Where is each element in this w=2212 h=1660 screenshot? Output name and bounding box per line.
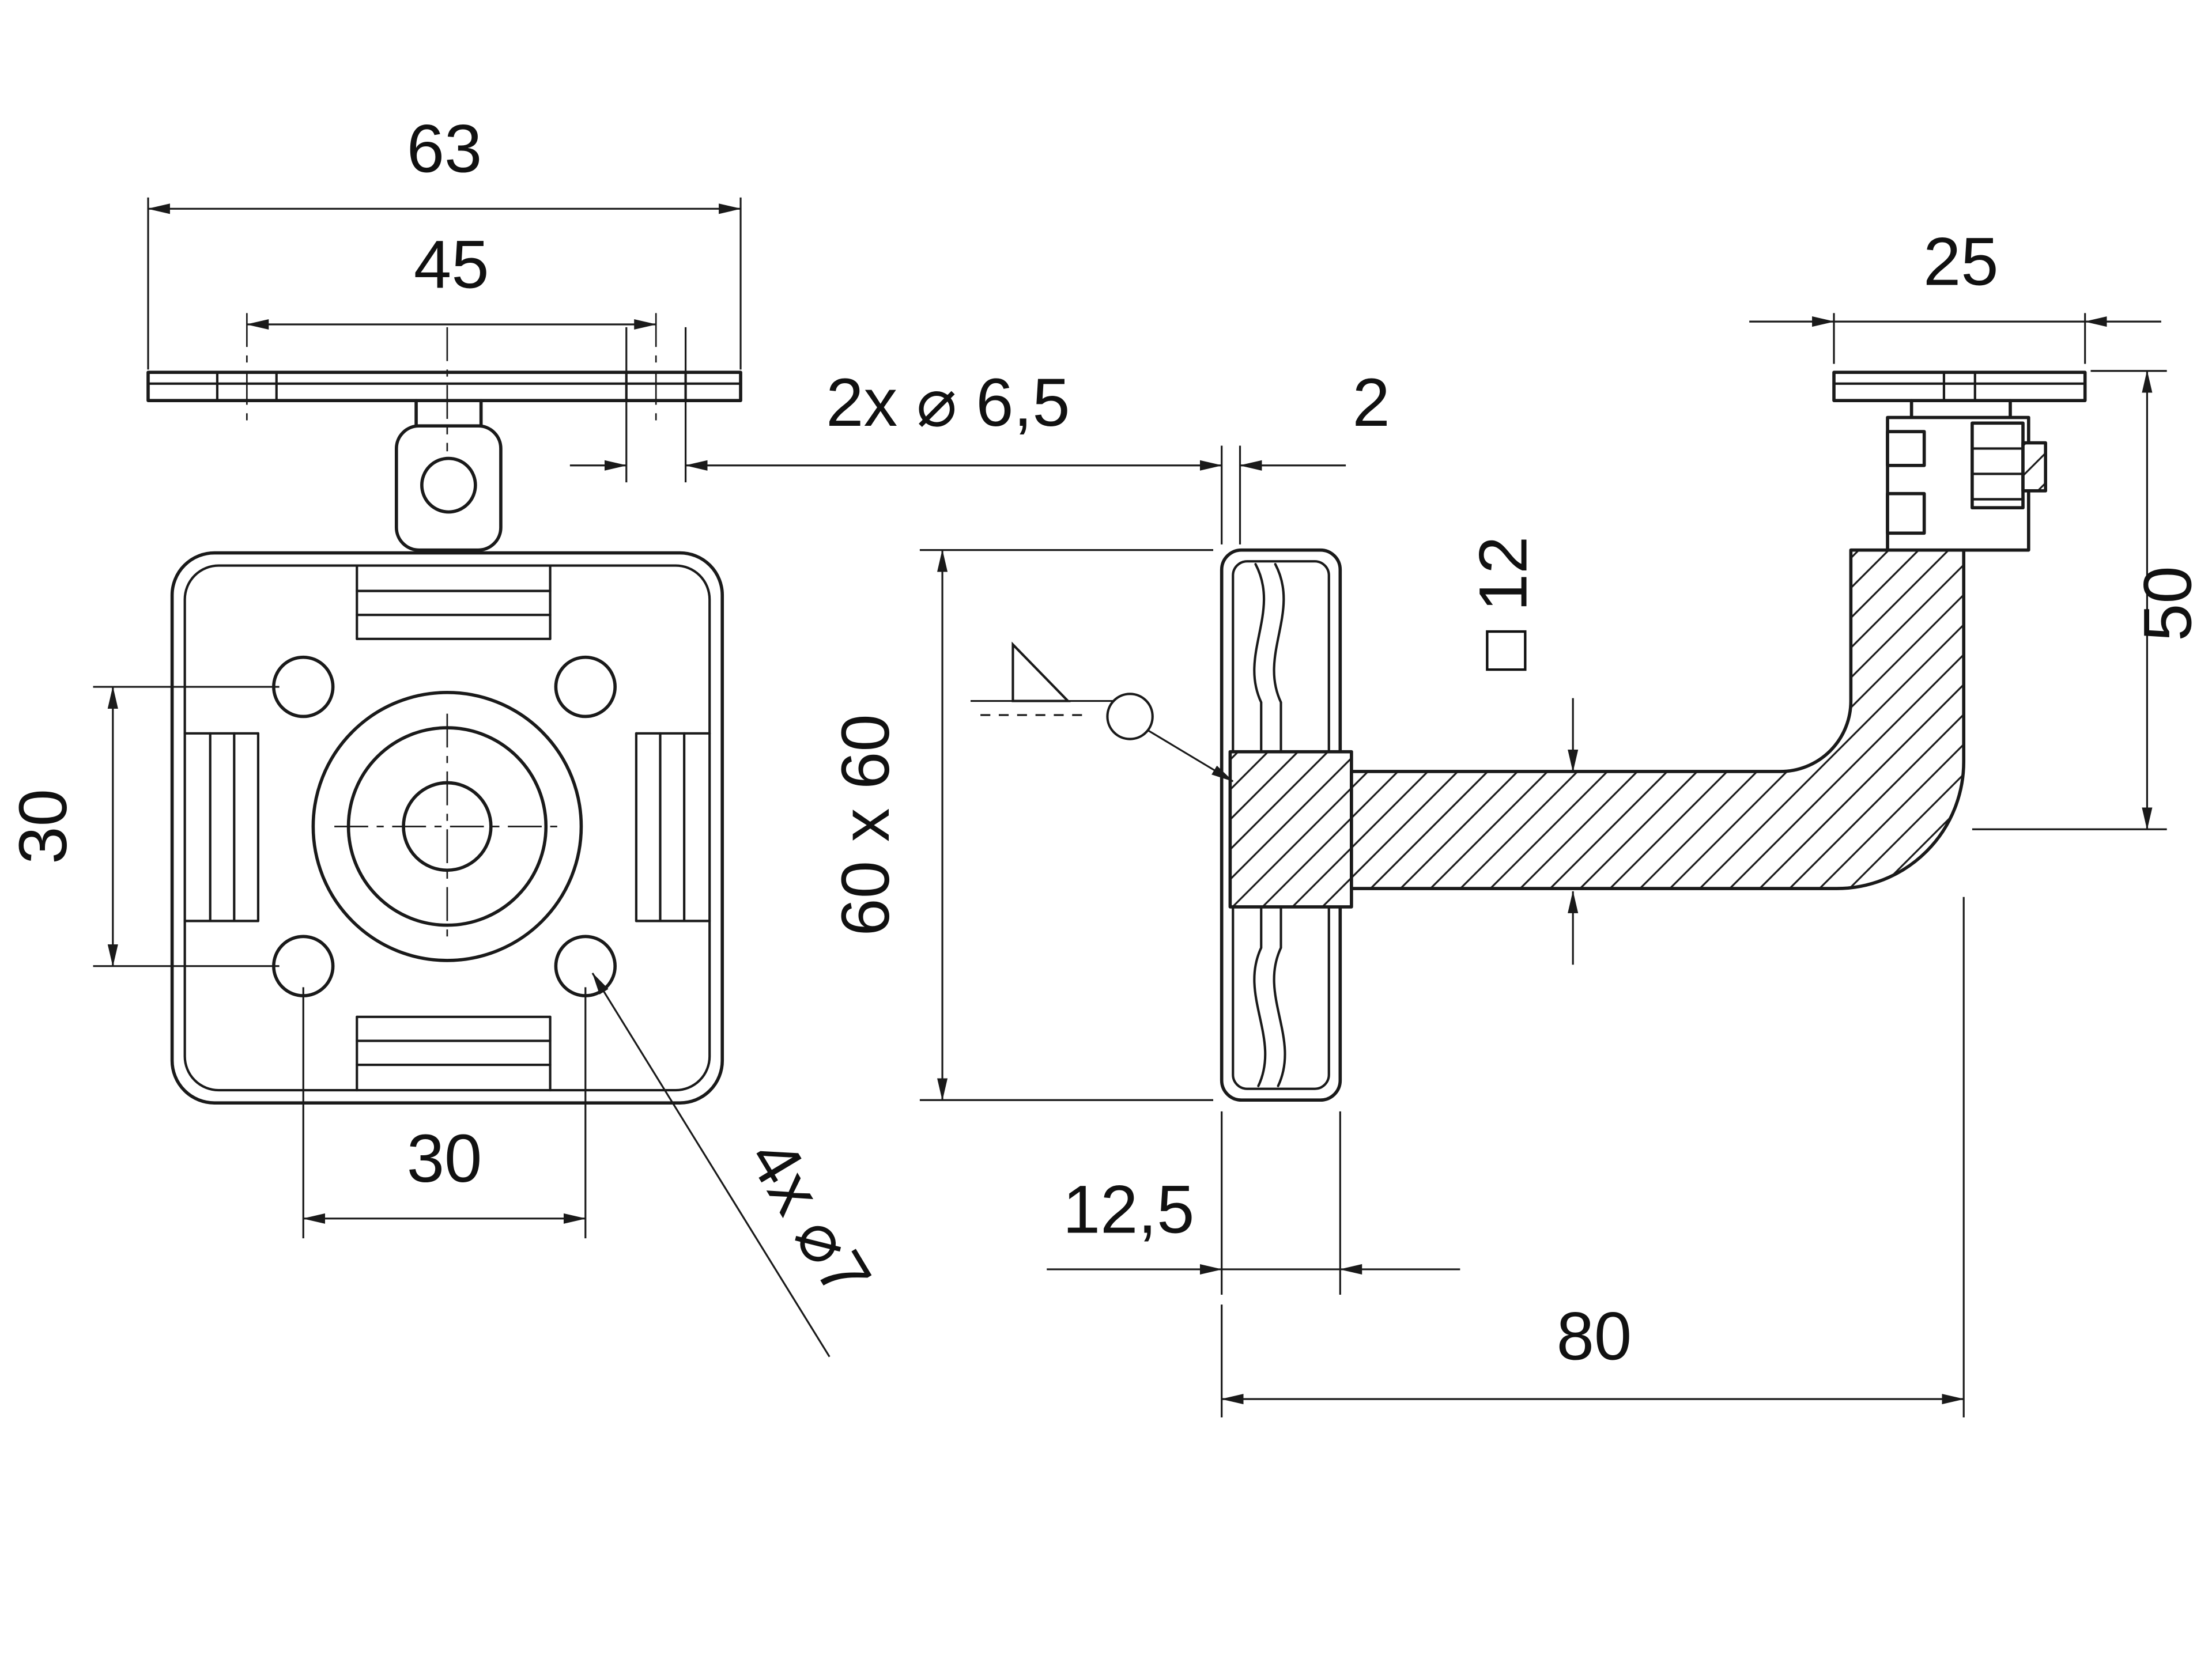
pivot-mechanism	[1886, 399, 2047, 552]
pivot-bolt-hole	[420, 456, 477, 514]
weld-symbol	[971, 641, 1234, 782]
dim-label-30-left: 30	[5, 789, 81, 864]
dim-label-4x-7: 4x ⌀7	[734, 1126, 886, 1309]
dimension-saddle-holes-and-thickness: 2x ⌀ 6,5 2	[569, 327, 1390, 544]
dimension-saddle-width: 63	[147, 111, 742, 370]
fillet-weld-triangle-icon	[1011, 641, 1071, 702]
dim-label-12-5: 12,5	[1063, 1171, 1195, 1247]
mounting-plate-section	[1228, 750, 1353, 909]
dim-label-50: 50	[2130, 566, 2205, 641]
dimension-hole-col-spacing: 30	[302, 987, 587, 1239]
saddle-plate-side	[1832, 370, 2087, 402]
snap-tab-bottom	[356, 1015, 552, 1092]
snap-tab-right	[635, 732, 711, 922]
weld-all-around-circle-icon	[1106, 693, 1154, 740]
wall-plate-front	[170, 327, 724, 1105]
mounting-hole	[554, 935, 617, 997]
saddle-plate-front	[146, 370, 742, 402]
dimension-arm-length: 80	[1221, 897, 1965, 1417]
dimension-plate-size: 60 x 60	[828, 549, 1214, 1101]
dimension-saddle-hole-spacing: 45	[246, 226, 657, 421]
dimensions: 63 45 2x ⌀ 6,5 2 25	[5, 111, 2205, 1417]
set-screw	[1971, 421, 2025, 510]
weld-leader-arrow	[1147, 729, 1234, 782]
dimension-cap-depth: 12,5	[1047, 1111, 1460, 1295]
dim-label-80: 80	[1557, 1299, 1632, 1374]
dim-label-square-12: □ 12	[1465, 536, 1541, 671]
mounting-hole	[272, 935, 335, 997]
screw-head	[2021, 441, 2047, 493]
mounting-hole	[554, 655, 617, 719]
dim-label-25: 25	[1923, 224, 1999, 299]
dim-label-2: 2	[1352, 365, 1390, 440]
pivot-housing	[394, 399, 503, 552]
dim-label-60x60: 60 x 60	[828, 714, 903, 936]
dim-label-30-bottom: 30	[407, 1121, 482, 1196]
mounting-hole	[272, 655, 335, 719]
side-view	[1220, 370, 2087, 1102]
snap-tab-top	[356, 564, 552, 640]
snap-tab-left	[183, 732, 260, 922]
dimension-hole-row-spacing: 30	[5, 686, 280, 967]
dim-label-45: 45	[414, 226, 489, 302]
dimension-saddle-depth: 25	[1749, 224, 2161, 364]
dim-label-63: 63	[407, 111, 482, 187]
front-view	[146, 327, 742, 1105]
dimension-height: 50	[1972, 370, 2205, 830]
leader-plate-holes: 4x ⌀7	[591, 972, 886, 1358]
dimension-arm-square: □ 12	[1465, 536, 1579, 965]
dim-label-2x-6-5: 2x ⌀ 6,5	[826, 365, 1070, 440]
bracket-arm-section	[1350, 548, 1966, 890]
